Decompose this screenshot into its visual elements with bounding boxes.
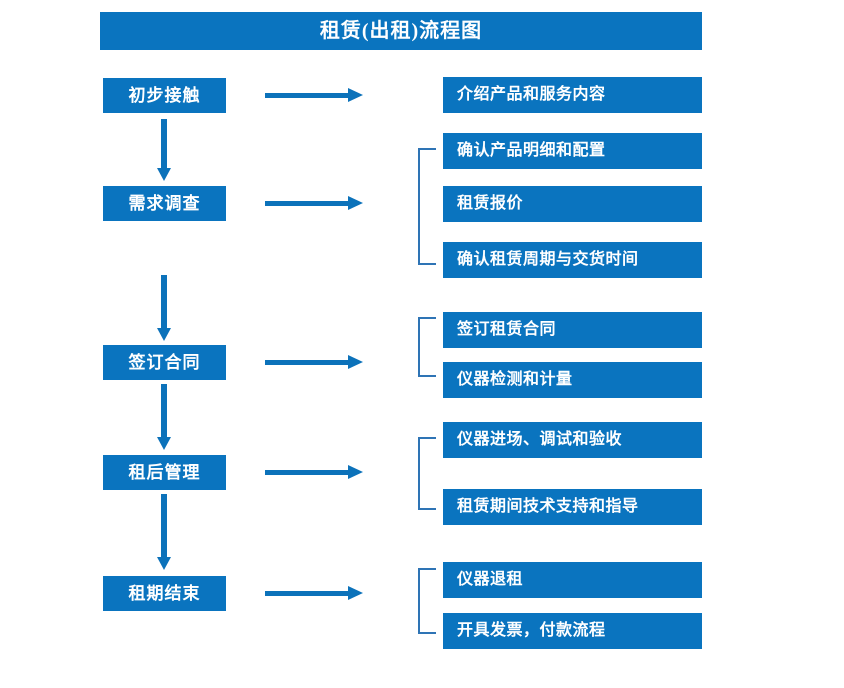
arrow-head xyxy=(348,586,363,600)
group-bracket-xu-qiu-diao-cha xyxy=(418,148,436,265)
detail-arrow-right-1 xyxy=(265,88,363,102)
detail-box-yi-qi-jin-chang-tiao-shi-he-yan-shou[interactable]: 仪器进场、调试和验收 xyxy=(443,422,702,458)
arrow-head xyxy=(157,557,171,570)
flow-arrow-down-4 xyxy=(157,494,171,570)
detail-box-kai-ju-fa-piao-fu-kuan-liu-cheng[interactable]: 开具发票，付款流程 xyxy=(443,613,702,649)
arrow-head xyxy=(348,355,363,369)
page-title: 租赁(出租)流程图 xyxy=(100,12,702,50)
arrow-shaft xyxy=(161,275,167,328)
arrow-shaft xyxy=(161,384,167,437)
arrow-shaft xyxy=(265,201,349,206)
group-bracket-zu-hou-guan-li xyxy=(418,437,436,510)
flow-arrow-down-3 xyxy=(157,384,171,450)
detail-arrow-right-2 xyxy=(265,196,363,210)
stage-box-qian-ding-he-tong[interactable]: 签订合同 xyxy=(103,345,226,380)
arrow-head xyxy=(348,465,363,479)
arrow-shaft xyxy=(265,470,349,475)
detail-box-que-ren-chan-pin-ming-xi-he-pei-zhi[interactable]: 确认产品明细和配置 xyxy=(443,133,702,169)
arrow-head xyxy=(348,88,363,102)
arrow-shaft xyxy=(161,119,167,168)
arrow-head xyxy=(348,196,363,210)
stage-box-zu-hou-guan-li[interactable]: 租后管理 xyxy=(103,455,226,490)
arrow-head xyxy=(157,168,171,181)
detail-box-que-ren-zu-lin-zhou-qi-yu-jiao-huo-shi-jian[interactable]: 确认租赁周期与交货时间 xyxy=(443,242,702,278)
flow-arrow-down-1 xyxy=(157,119,171,181)
arrow-shaft xyxy=(265,360,349,365)
stage-box-chu-bu-jie-chu[interactable]: 初步接触 xyxy=(103,78,226,113)
detail-box-zu-lin-bao-jia[interactable]: 租赁报价 xyxy=(443,186,702,222)
detail-arrow-right-5 xyxy=(265,586,363,600)
detail-box-zu-lin-qi-jian-ji-shu-zhi-chi-he-zhi-dao[interactable]: 租赁期间技术支持和指导 xyxy=(443,489,702,525)
detail-box-yi-qi-tui-zu[interactable]: 仪器退租 xyxy=(443,562,702,598)
arrow-head xyxy=(157,328,171,341)
group-bracket-qian-ding-he-tong xyxy=(418,317,436,377)
detail-box-yi-qi-jian-ce-he-ji-liang[interactable]: 仪器检测和计量 xyxy=(443,362,702,398)
arrow-shaft xyxy=(265,93,349,98)
group-bracket-zu-qi-jie-shu xyxy=(418,568,436,634)
arrow-head xyxy=(157,437,171,450)
stage-box-zu-qi-jie-shu[interactable]: 租期结束 xyxy=(103,576,226,611)
flow-arrow-down-2 xyxy=(157,275,171,341)
arrow-shaft xyxy=(265,591,349,596)
detail-arrow-right-4 xyxy=(265,465,363,479)
arrow-shaft xyxy=(161,494,167,557)
detail-box-qian-ding-zu-lin-he-tong[interactable]: 签订租赁合同 xyxy=(443,312,702,348)
detail-box-jie-shao-chan-pin-he-fu-wu-nei-rong[interactable]: 介绍产品和服务内容 xyxy=(443,77,702,113)
detail-arrow-right-3 xyxy=(265,355,363,369)
stage-box-xu-qiu-diao-cha[interactable]: 需求调查 xyxy=(103,186,226,221)
